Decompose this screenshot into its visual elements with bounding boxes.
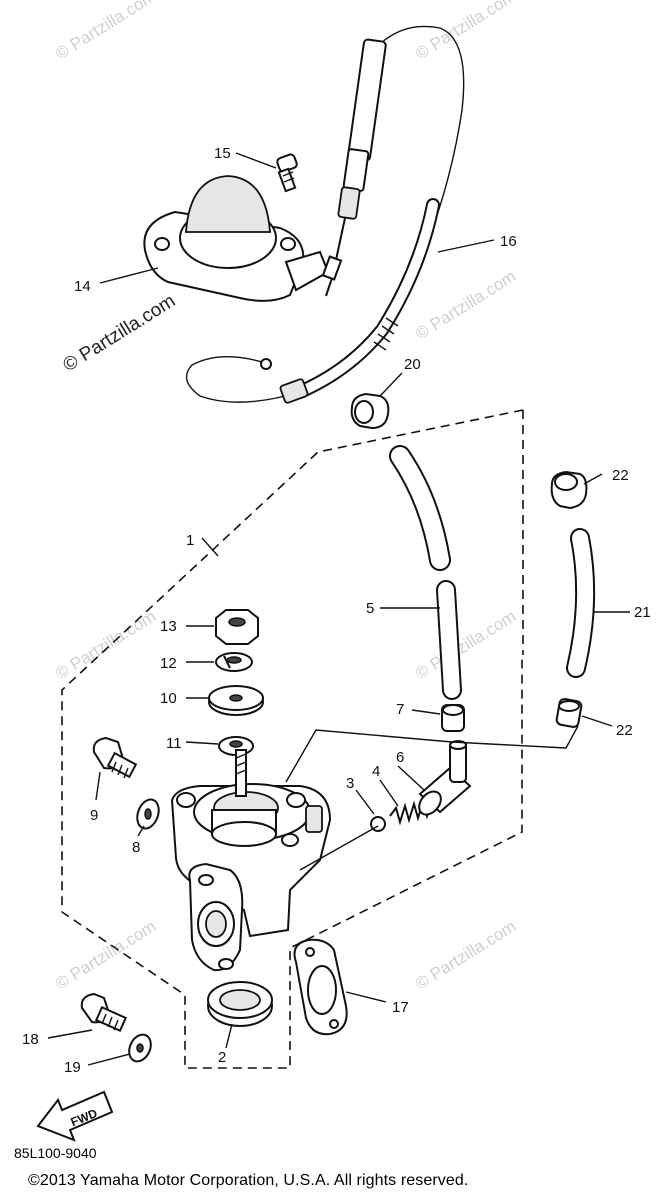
- lock-washer-part-12: [215, 652, 253, 672]
- callout-22-top: 22: [612, 467, 629, 484]
- callout-9: 9: [90, 807, 98, 824]
- callout-8: 8: [132, 839, 140, 856]
- callout-12: 12: [160, 655, 177, 672]
- watermark: © Partzilla.com: [412, 607, 519, 684]
- callout-4: 4: [372, 763, 380, 780]
- callout-13: 13: [160, 618, 177, 635]
- callout-21: 21: [634, 604, 651, 621]
- watermark: © Partzilla.com: [412, 917, 519, 994]
- callout-15: 15: [214, 145, 231, 162]
- callout-20: 20: [404, 356, 421, 373]
- leader-lines: [47, 152, 630, 1066]
- callout-22-bottom: 22: [616, 722, 633, 739]
- callout-11: 11: [166, 735, 182, 752]
- hose-part-5: [389, 445, 462, 700]
- copyright-notice: ©2013 Yamaha Motor Corporation, U.S.A. A…: [28, 1172, 469, 1189]
- watermark: © Partzilla.com: [412, 267, 519, 344]
- callout-labels: 1 2 3 4 5 6 7 8 9 10 11 12 13 14 15 16 1…: [22, 145, 651, 1076]
- throttle-cable: [321, 25, 465, 297]
- cover-part-14: [143, 175, 330, 302]
- callout-5: 5: [366, 600, 374, 617]
- watermark: © Partzilla.com: [52, 607, 159, 684]
- washer-part-8: [136, 798, 160, 830]
- fitting-part-7: [441, 704, 465, 732]
- cap-part-22-bottom: [555, 698, 583, 728]
- assembly-boundary: [61, 409, 524, 1069]
- oil-seal-part-2: [207, 981, 273, 1027]
- bolt-part-9: [92, 736, 138, 779]
- callout-3: 3: [346, 775, 354, 792]
- grommet-cable-part-16: [185, 198, 440, 404]
- callout-18: 18: [22, 1031, 39, 1048]
- elbow-part-6: [418, 740, 472, 816]
- washer-part-19: [128, 1033, 152, 1063]
- diagram-part-code: 85L100-9040: [14, 1145, 97, 1161]
- cap-part-20: [350, 392, 390, 430]
- callout-10: 10: [160, 690, 177, 707]
- hose-routing-line: [285, 725, 579, 783]
- watermark: © Partzilla.com: [52, 0, 159, 63]
- callout-17: 17: [392, 999, 409, 1016]
- nut-part-13: [215, 609, 259, 645]
- callout-7: 7: [396, 701, 404, 718]
- callout-16: 16: [500, 233, 517, 250]
- gasket-part-17: [293, 938, 348, 1036]
- bolt-part-18: [80, 992, 128, 1033]
- watermark: © Partzilla.com: [412, 0, 519, 63]
- callout-14: 14: [74, 278, 91, 295]
- callout-1: 1: [186, 532, 194, 549]
- watermark-strong: © Partzilla.com: [60, 291, 180, 377]
- hose-part-21: [566, 528, 596, 678]
- seal-guide-line: [299, 825, 379, 871]
- callout-2: 2: [218, 1049, 226, 1066]
- watermark: © Partzilla.com: [52, 917, 159, 994]
- pump-body: [170, 749, 332, 972]
- screw-part-15: [276, 153, 298, 193]
- callout-19: 19: [64, 1059, 81, 1076]
- cap-part-22-top: [550, 470, 588, 510]
- fwd-arrow-icon: FWD: [36, 1090, 114, 1142]
- washer-part-10: [208, 685, 264, 716]
- callout-6: 6: [396, 749, 404, 766]
